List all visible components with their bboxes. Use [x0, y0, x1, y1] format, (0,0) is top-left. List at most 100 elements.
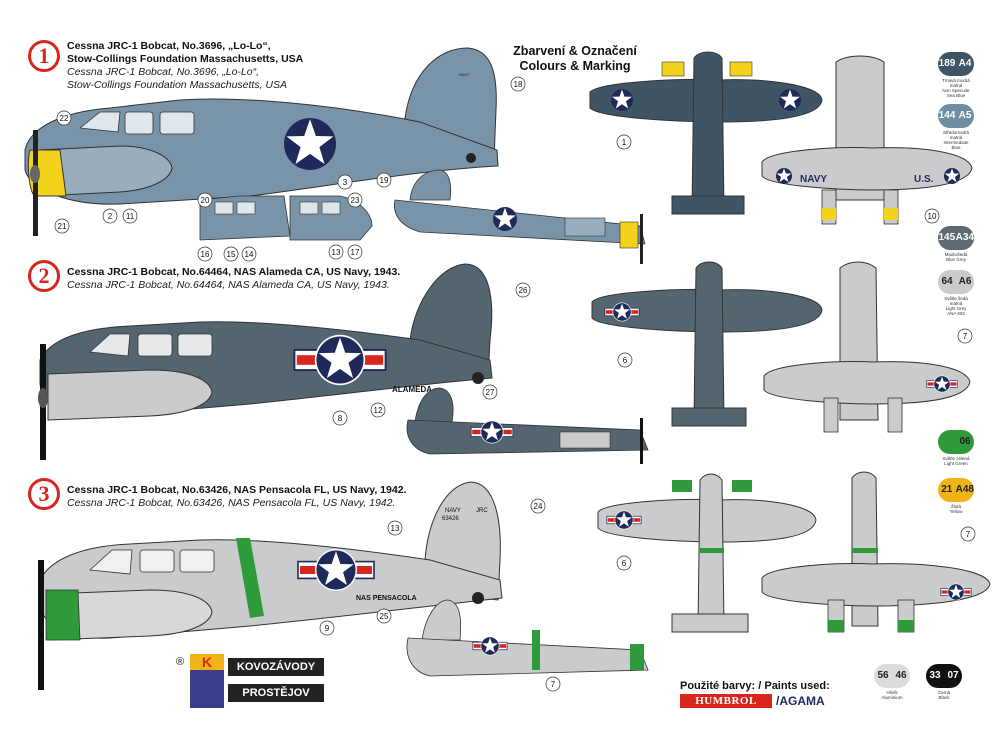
- paint-chip-circle: 64 A6: [938, 270, 974, 294]
- scheme-3-badge: 3: [28, 478, 60, 510]
- bottom-view-2: [763, 261, 971, 433]
- svg-text:13: 13: [332, 248, 341, 257]
- bottom-view-1-us-text: U.S.: [914, 174, 934, 185]
- scheme-3-fuselage-text: NAS PENSACOLA: [356, 595, 417, 602]
- paint-code-humbrol: 145: [938, 232, 956, 243]
- scheme-2-side-profile: ALAMEDA: [38, 263, 493, 460]
- paint-name: Středomodrá matná Intermediate Blue: [942, 130, 969, 150]
- scheme-1-nose-details: [199, 195, 373, 241]
- heading-en: Colours & Marking: [519, 59, 631, 73]
- registered-mark: ®: [176, 656, 185, 668]
- svg-text:24: 24: [534, 502, 543, 511]
- scheme-2-title-cz: Cessna JRC-1 Bobcat, No.64464, NAS Alame…: [67, 279, 390, 291]
- paint-code-agama: A4: [958, 58, 972, 69]
- svg-text:8: 8: [338, 414, 343, 423]
- scheme-1-title-cz2: Stow-Collings Foundation Massachusetts, …: [67, 79, 288, 91]
- paint-chip-circle: 33 07: [926, 664, 962, 688]
- scheme-2-title: Cessna JRC-1 Bobcat, No.64464, NAS Alame…: [67, 266, 400, 292]
- paint-name: Modrošedá Blue Grey: [944, 252, 968, 262]
- svg-text:23: 23: [351, 196, 360, 205]
- heading-cz: Zbarvení & Označení: [513, 44, 637, 58]
- svg-text:19: 19: [380, 176, 389, 185]
- scheme-3-title-en: Cessna JRC-1 Bobcat, No.63426, NAS Pensa…: [67, 484, 407, 496]
- svg-text:26: 26: [519, 286, 528, 295]
- svg-text:6: 6: [622, 559, 627, 568]
- bottom-view-1-navy-text: NAVY: [800, 174, 827, 185]
- svg-text:22: 22: [60, 114, 69, 123]
- scheme-3-title: Cessna JRC-1 Bobcat, No.63426, NAS Pensa…: [67, 484, 406, 510]
- scheme-3-small-profile: [406, 599, 649, 677]
- paint-code-agama: 06: [959, 436, 971, 447]
- svg-text:12: 12: [374, 406, 383, 415]
- svg-text:9: 9: [325, 624, 330, 633]
- svg-text:16: 16: [201, 250, 210, 259]
- svg-text:6: 6: [623, 356, 628, 365]
- scheme-2-badge: 2: [28, 260, 60, 292]
- paint-code-agama: 07: [947, 670, 959, 681]
- scheme-1-title-en2: Stow-Collings Foundation Massachusetts, …: [67, 53, 304, 65]
- paint-code-agama: 46: [895, 670, 907, 681]
- paint-code-humbrol: 33: [929, 670, 941, 681]
- manufacturer-logo: ® K KOVOZÁVODY PROSTĚJOV: [176, 654, 326, 708]
- paint-chip-green: 06 Světle zelená Light Green: [938, 430, 974, 466]
- svg-text:2: 2: [108, 212, 113, 221]
- scheme-2-small-profile: [406, 387, 649, 464]
- svg-text:1: 1: [622, 138, 627, 147]
- paint-code-agama: A48: [955, 484, 974, 495]
- logo-line-1: KOVOZÁVODY: [228, 658, 324, 676]
- paint-code-agama: A6: [958, 276, 972, 287]
- svg-text:15: 15: [227, 250, 236, 259]
- paint-code-humbrol: 144: [938, 110, 956, 121]
- svg-text:14: 14: [245, 250, 254, 259]
- paint-name: Světle šedá matná Light Grey ANA 602: [944, 296, 968, 316]
- scheme-3-title-cz: Cessna JRC-1 Bobcat, No.63426, NAS Pensa…: [67, 497, 396, 509]
- agama-logo: /AGAMA: [776, 694, 825, 708]
- paint-code-humbrol: 21: [941, 484, 953, 495]
- scheme-2-title-en: Cessna JRC-1 Bobcat, No.64464, NAS Alame…: [67, 266, 401, 278]
- paint-chip-circle: 06: [938, 430, 974, 454]
- svg-text:13: 13: [391, 524, 400, 533]
- callouts: [54, 76, 976, 692]
- scheme-3-tail-text-jrc: JRC: [476, 508, 488, 514]
- paint-name: Žlutá Yellow: [949, 504, 963, 514]
- svg-text:7: 7: [963, 332, 968, 341]
- paint-code-humbrol: 64: [941, 276, 953, 287]
- svg-text:21: 21: [58, 222, 67, 231]
- colours-marking-heading: Zbarvení & Označení Colours & Marking: [500, 44, 650, 74]
- scheme-1-title-cz: Cessna JRC-1 Bobcat, No.3696, „Lo-Lo“,: [67, 66, 260, 78]
- paints-used-label: Použité barvy: / Paints used:: [680, 680, 830, 692]
- humbrol-logo: HUMBROL: [680, 694, 772, 708]
- logo-line-2: PROSTĚJOV: [228, 684, 324, 702]
- svg-text:7: 7: [966, 530, 971, 539]
- paint-name: Tmavá modrá matná Non Specular Sea Blue: [942, 78, 970, 98]
- svg-text:17: 17: [351, 248, 360, 257]
- logo-mark-top: [190, 654, 224, 670]
- paint-name: Světle zelená Light Green: [942, 456, 970, 466]
- scheme-3-tail-text-num: 63426: [442, 516, 459, 522]
- agama-slash: /: [776, 694, 780, 708]
- scheme-1-title: Cessna JRC-1 Bobcat, No.3696, „Lo-Lo“, S…: [67, 40, 303, 92]
- logo-mark: K: [190, 654, 224, 708]
- scheme-2-fuselage-text: ALAMEDA: [392, 385, 432, 394]
- top-view-3: [597, 473, 817, 633]
- svg-text:10: 10: [928, 212, 937, 221]
- scheme-3-tail-text-navy: NAVY: [445, 508, 461, 514]
- paint-code-humbrol: [938, 430, 956, 454]
- svg-text:27: 27: [486, 388, 495, 397]
- bottom-view-3: [761, 471, 991, 633]
- svg-text:NAVY: NAVY: [459, 72, 470, 77]
- svg-text:11: 11: [126, 212, 135, 221]
- svg-text:7: 7: [551, 680, 556, 689]
- paint-name: Hliník Aluminium: [881, 690, 903, 700]
